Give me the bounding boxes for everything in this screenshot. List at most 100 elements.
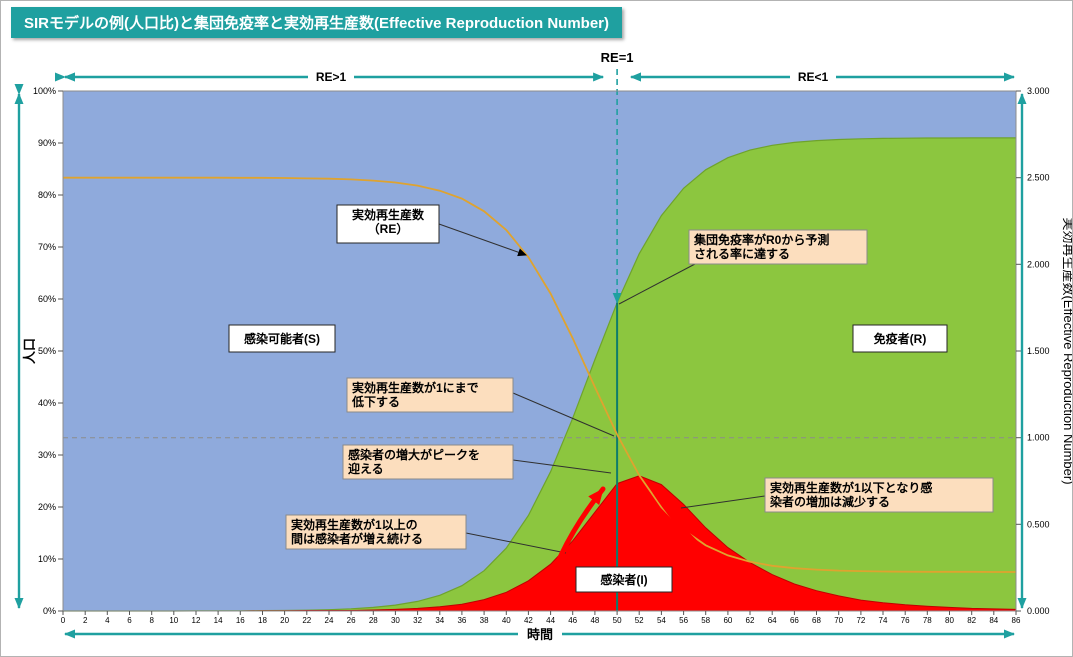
x-tick-label: 26 [347,616,356,625]
y-left-tick-label: 60% [38,294,56,304]
x-tick-label: 72 [856,616,865,625]
annotation-text: 間は感染者が増え続ける [291,531,423,546]
x-tick-label: 46 [568,616,577,625]
y-left-tick-label: 30% [38,450,56,460]
x-tick-label: 38 [480,616,489,625]
x-tick-label: 56 [679,616,688,625]
infected-rise-arrow [543,486,606,601]
y-right-tick-label: 1.000 [1027,433,1050,443]
annotation-box [764,477,994,513]
x-axis-title: 時間 [527,627,553,642]
x-tick-label: 78 [923,616,932,625]
x-tick-label: 42 [524,616,533,625]
y-right-tick-label: 1.500 [1027,346,1050,356]
infected-decline-arrow [652,489,761,591]
y-left-tick-label: 80% [38,190,56,200]
x-tick-label: 28 [369,616,378,625]
annotation-text: 集団免疫率がR0から予測 [693,232,829,247]
annotation-box [285,514,467,550]
annotation-box [228,324,336,353]
x-tick-label: 30 [391,616,400,625]
x-tick-label: 86 [1012,616,1021,625]
x-tick-label: 80 [945,616,954,625]
x-tick-label: 8 [149,616,154,625]
x-tick-label: 24 [325,616,334,625]
y-right-tick-label: 0.500 [1027,519,1050,529]
x-tick-label: 40 [502,616,511,625]
annotation-box [575,566,673,593]
y-left-tick-label: 20% [38,502,56,512]
annotation-s_label: 感染可能者(S) [228,324,336,353]
annotation-r_label: 免疫者(R) [852,324,948,353]
annotation-box [688,229,868,265]
x-tick-label: 76 [901,616,910,625]
x-tick-label: 6 [127,616,132,625]
x-tick-label: 62 [746,616,755,625]
x-tick-label: 34 [435,616,444,625]
re-gt1-label: RE>1 [316,70,347,84]
annotation-text: 感染可能者(S) [244,331,320,346]
x-tick-label: 12 [192,616,201,625]
annotation-i_label: 感染者(I) [575,566,673,593]
annotation-box [336,204,440,244]
x-tick-label: 70 [834,616,843,625]
annotation-leader [438,223,527,257]
annotation-text: 実効再生産数 [352,207,425,222]
y-left-tick-label: 90% [38,138,56,148]
x-tick-label: 66 [790,616,799,625]
x-tick-label: 32 [413,616,422,625]
re-equals-1-label: RE=1 [601,50,634,65]
annotation-leader [465,532,567,554]
re-lt1-label: RE<1 [798,70,829,84]
x-tick-label: 50 [613,616,622,625]
annotation-text: 迎える [348,461,384,476]
annotation-leader [512,392,615,437]
x-tick-label: 68 [812,616,821,625]
y-right-axis-title: 実効再生産数(Effective Reproduction Number) [1061,217,1073,484]
x-tick-label: 48 [590,616,599,625]
x-tick-label: 14 [214,616,223,625]
x-tick-label: 36 [457,616,466,625]
x-tick-label: 74 [879,616,888,625]
annotation-text: 免疫者(R) [874,331,927,346]
y-left-axis-title: 人口 [22,338,37,364]
annotation-text: 感染者(I) [600,572,647,587]
x-tick-label: 52 [635,616,644,625]
annotation-text: 実効再生産数が1以下となり感 [770,480,932,495]
re-gt1-label-bg [308,69,354,85]
x-tick-label: 22 [302,616,311,625]
re-line [63,176,1016,573]
annotation-text: 実効再生産数が1以上の [291,517,418,532]
annotation-text: される率に達する [694,246,790,261]
annotation-text: 低下する [351,394,400,409]
y-right-tick-label: 2.500 [1027,173,1050,183]
x-tick-label: 4 [105,616,110,625]
time-label-bg [518,626,562,642]
annotation-re_label: 実効再生産数（RE） [336,204,527,257]
top-band: RE=1RE>1 RE<1 [55,50,1015,85]
axis-titles: 人口 実効再生産数(Effective Reproduction Number) 時… [14,84,1073,642]
x-tick-label: 58 [701,616,710,625]
annotation-text: 感染者の増大がピークを [348,447,480,462]
x-tick-label: 84 [989,616,998,625]
y-right-tick-label: 0.000 [1027,606,1050,616]
annotation-leader [618,263,696,305]
y-right-tick-label: 3.000 [1027,86,1050,96]
y-left-tick-label: 50% [38,346,56,356]
y-left-tick-label: 10% [38,554,56,564]
x-tick-label: 54 [657,616,666,625]
x-tick-label: 60 [723,616,732,625]
y-left-tick-label: 0% [43,606,56,616]
annotation-leader [512,459,612,474]
x-tick-label: 44 [546,616,555,625]
annotation-box [346,377,514,413]
axis-ticks: 0%10%20%30%40%50%60%70%80%90%100%0.0000.… [33,86,1050,625]
annotation-text: 実効再生産数が1にまで [352,380,479,395]
x-tick-label: 20 [280,616,289,625]
x-tick-label: 10 [169,616,178,625]
